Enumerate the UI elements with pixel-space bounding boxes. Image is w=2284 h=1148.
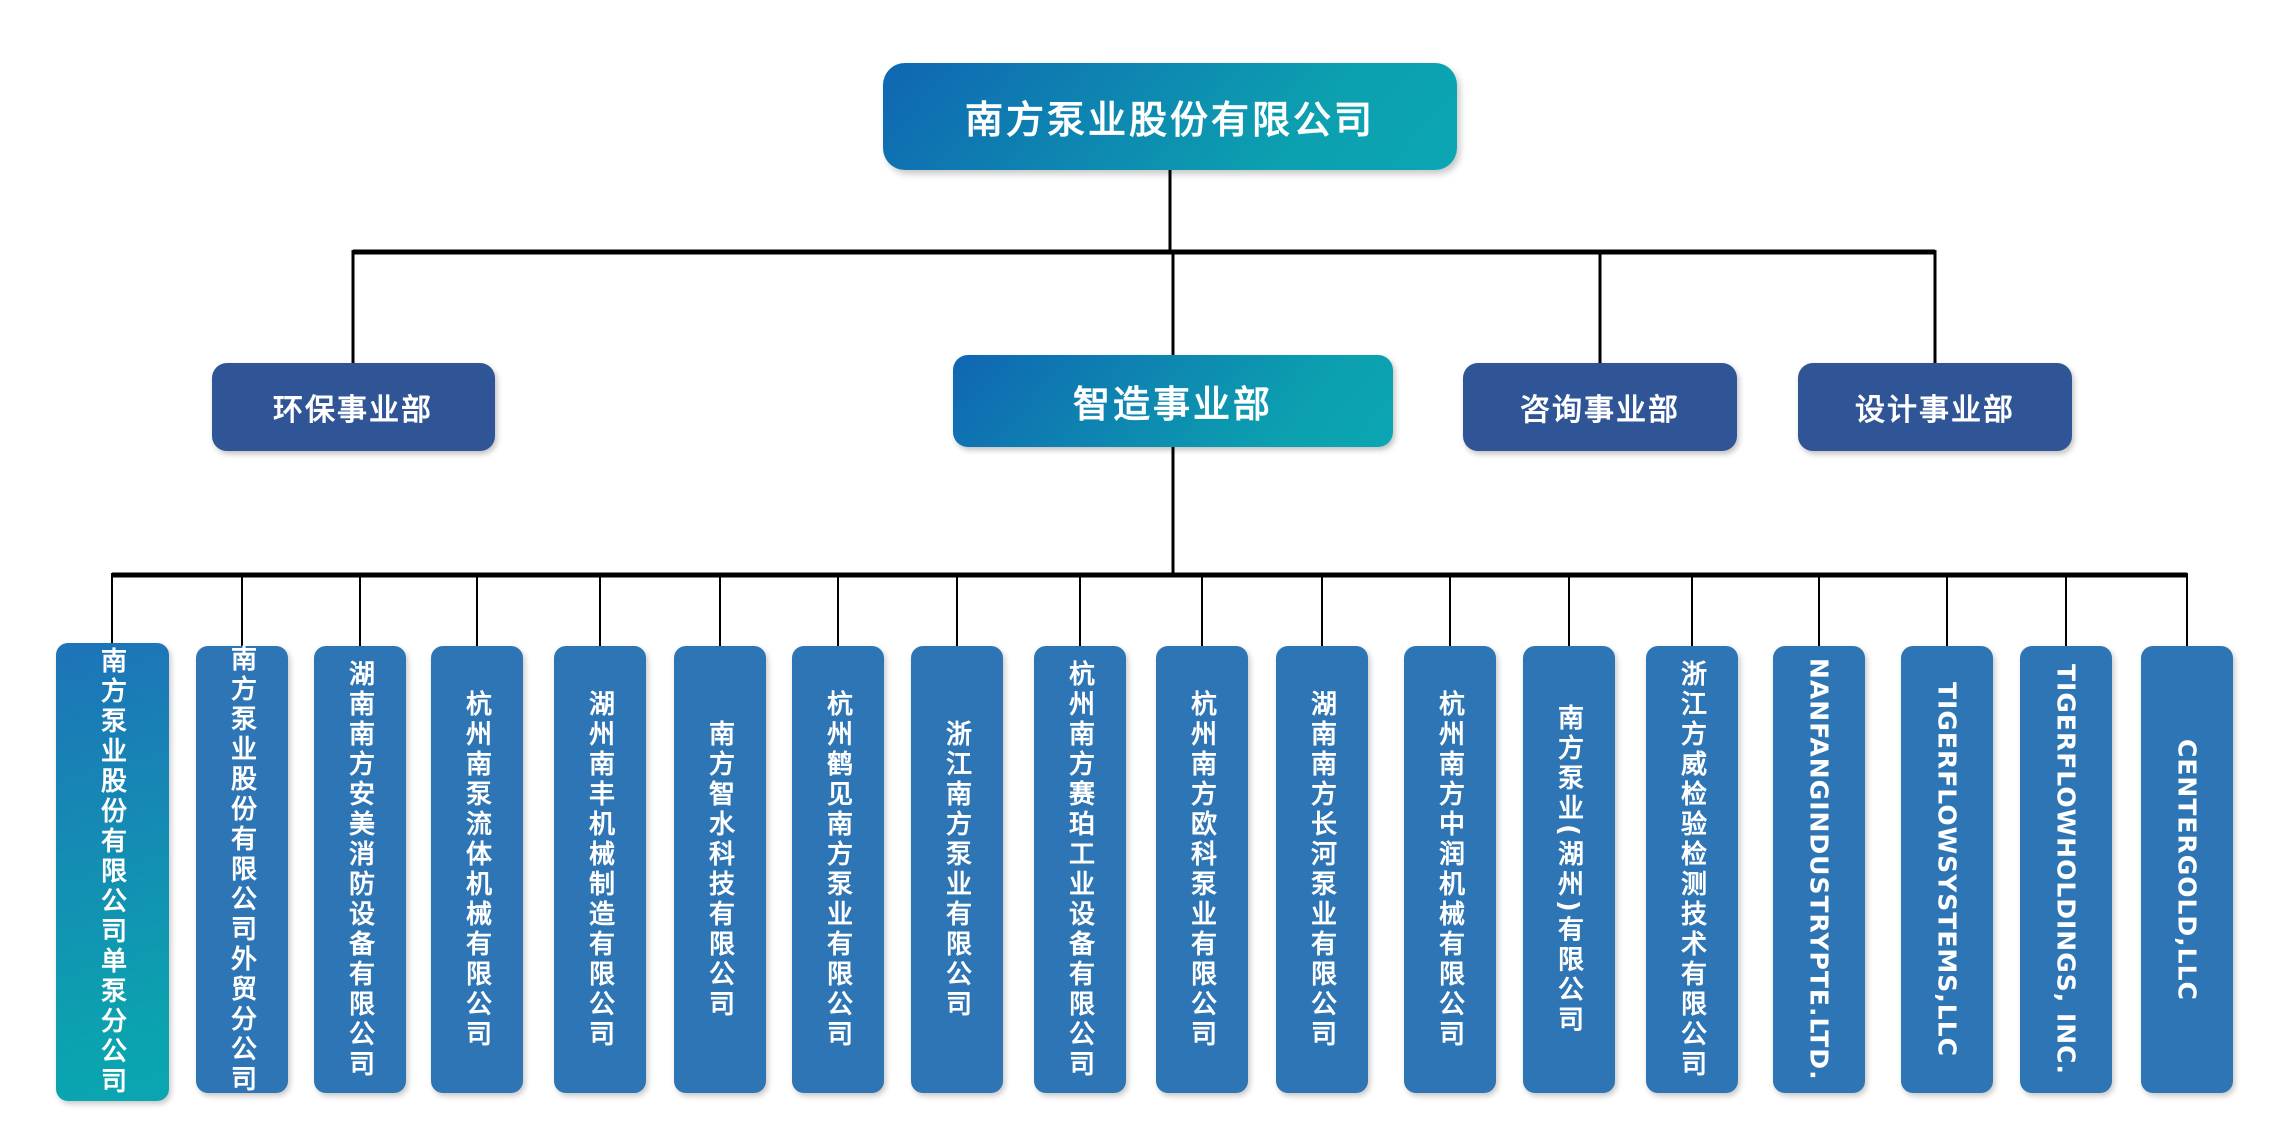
subsidiary-label: TIGERFLOWSYSTEMS,LLC: [1932, 682, 1962, 1057]
subsidiary-node: 湖南南方长河泵业有限公司: [1276, 646, 1368, 1093]
subsidiary-node: 南方泵业股份有限公司单泵分公司: [55, 643, 169, 1101]
subsidiary-label: 杭州鹤见南方泵业有限公司: [822, 689, 853, 1050]
root-company-node: 南方泵业股份有限公司: [883, 63, 1457, 170]
subsidiary-node: 杭州鹤见南方泵业有限公司: [792, 646, 884, 1093]
subsidiary-node: 浙江南方泵业有限公司: [911, 646, 1003, 1093]
subsidiary-node: 杭州南方赛珀工业设备有限公司: [1034, 646, 1126, 1093]
subsidiary-node: TIGERFLOWSYSTEMS,LLC: [1901, 646, 1993, 1093]
subsidiary-node: 杭州南方中润机械有限公司: [1404, 646, 1496, 1093]
department-label: 设计事业部: [1855, 393, 2015, 428]
subsidiary-node: NANFANGINDUSTRYPTE.LTD.: [1773, 646, 1865, 1093]
department-node: 智造事业部: [953, 355, 1393, 447]
subsidiary-node: 南方智水科技有限公司: [674, 646, 766, 1093]
subsidiary-label: 南方智水科技有限公司: [704, 719, 735, 1020]
subsidiary-label: TIGERFLOWHOLDINGS, INC.: [2051, 663, 2081, 1076]
department-label: 咨询事业部: [1520, 393, 1680, 428]
department-node: 设计事业部: [1798, 363, 2072, 451]
subsidiary-node: 杭州南方欧科泵业有限公司: [1156, 646, 1248, 1093]
subsidiary-label: 湖南南方长河泵业有限公司: [1306, 689, 1337, 1050]
root-company-label: 南方泵业股份有限公司: [964, 98, 1375, 142]
subsidiary-node: 南方泵业股份有限公司外贸分公司: [196, 644, 288, 1095]
subsidiary-node: 南方泵业(湖州)有限公司: [1523, 646, 1615, 1093]
subsidiary-label: 湖南南方安美消防设备有限公司: [344, 659, 375, 1080]
subsidiary-label: 浙江方威检验检测技术有限公司: [1676, 659, 1707, 1080]
subsidiary-node: 湖南南方安美消防设备有限公司: [314, 646, 406, 1093]
department-label: 智造事业部: [1073, 383, 1273, 426]
subsidiary-label: 南方泵业股份有限公司外贸分公司: [226, 644, 257, 1095]
subsidiary-label: 杭州南方赛珀工业设备有限公司: [1064, 659, 1095, 1080]
subsidiary-node: CENTERGOLD,LLC: [2141, 646, 2233, 1093]
subsidiary-label: CENTERGOLD,LLC: [2172, 738, 2202, 1001]
subsidiary-label: 南方泵业(湖州)有限公司: [1553, 703, 1584, 1036]
subsidiary-node: TIGERFLOWHOLDINGS, INC.: [2020, 646, 2112, 1093]
subsidiary-node: 杭州南泵流体机械有限公司: [431, 646, 523, 1093]
subsidiary-label: 湖州南丰机械制造有限公司: [584, 689, 615, 1050]
subsidiary-label: 杭州南泵流体机械有限公司: [461, 689, 492, 1050]
subsidiary-label: 浙江南方泵业有限公司: [941, 719, 972, 1020]
department-node: 咨询事业部: [1463, 363, 1737, 451]
department-label: 环保事业部: [273, 393, 433, 428]
subsidiary-label: 南方泵业股份有限公司单泵分公司: [96, 647, 127, 1097]
subsidiary-node: 湖州南丰机械制造有限公司: [554, 646, 646, 1093]
subsidiary-node: 浙江方威检验检测技术有限公司: [1646, 646, 1738, 1093]
subsidiary-label: NANFANGINDUSTRYPTE.LTD.: [1804, 658, 1834, 1081]
department-node: 环保事业部: [211, 363, 495, 451]
subsidiary-label: 杭州南方中润机械有限公司: [1434, 689, 1465, 1050]
subsidiary-label: 杭州南方欧科泵业有限公司: [1186, 689, 1217, 1050]
